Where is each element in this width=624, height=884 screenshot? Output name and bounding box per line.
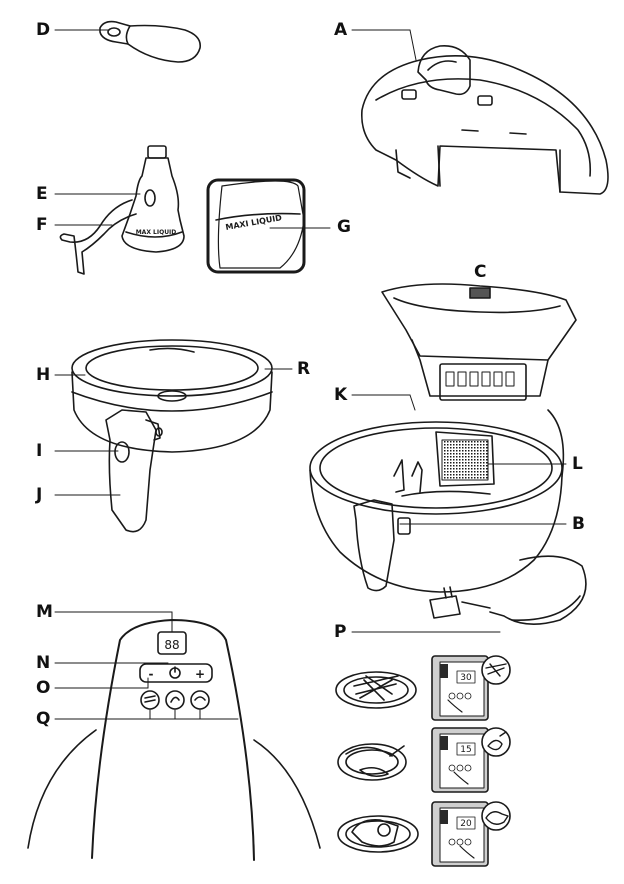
plate-vegetables (338, 744, 406, 780)
measuring-cup-ef: MAX LIQUID (60, 146, 184, 274)
cup-text: MAX LIQUID (136, 229, 177, 236)
leader-lines (55, 30, 566, 719)
step-time: 20 (460, 819, 472, 829)
step-panel-vegetables: 15 (432, 728, 510, 792)
plate-chicken (338, 816, 418, 852)
plate-fries (336, 672, 416, 708)
bowl-hij (72, 340, 272, 532)
control-panel-device (28, 620, 320, 860)
step-time: 30 (460, 673, 472, 683)
step-panel-chicken: 20 (432, 802, 510, 866)
panel-plus: + (195, 667, 205, 681)
panel-minus: - (149, 667, 154, 681)
step-panel-fries: 30 (432, 656, 510, 720)
spoon-d (100, 22, 200, 62)
fryer-open (310, 284, 586, 624)
zoom-text: MAXI LIQUID (225, 213, 283, 232)
zoom-box-g: MAXI LIQUID (208, 180, 304, 272)
step-time: 15 (460, 745, 471, 755)
panel-digits: 88 (164, 638, 179, 652)
step-panels: 30 15 20 (432, 656, 510, 866)
lid-a (362, 46, 608, 194)
